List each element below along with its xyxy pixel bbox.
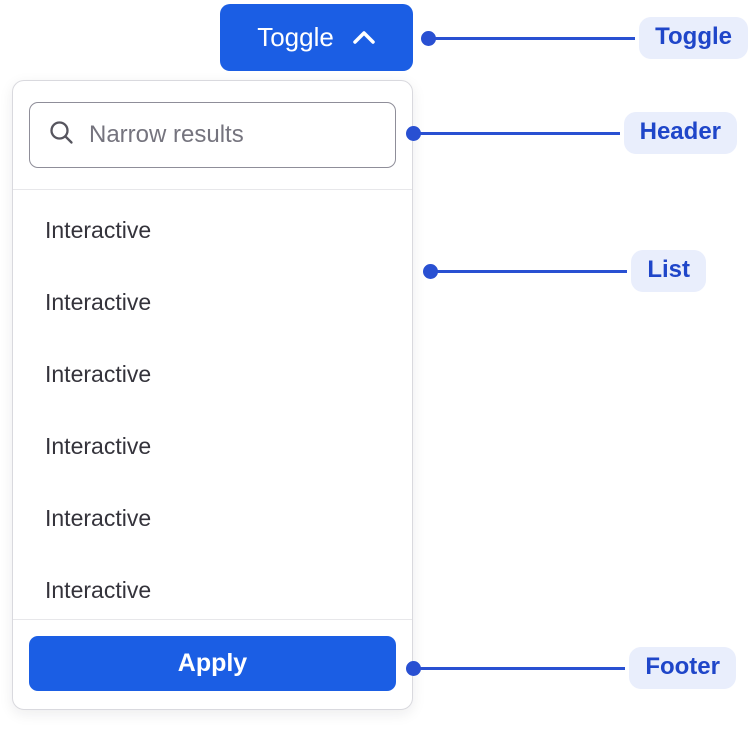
annotation-dot bbox=[423, 263, 438, 279]
annotation-dot bbox=[406, 125, 421, 141]
apply-button[interactable]: Apply bbox=[29, 636, 396, 691]
list-item[interactable]: Interactive bbox=[45, 504, 152, 531]
list-item[interactable]: Interactive bbox=[45, 288, 152, 315]
dropdown-panel: Interactive Interactive Interactive Inte… bbox=[12, 80, 413, 710]
list-item[interactable]: Interactive bbox=[45, 360, 152, 387]
annotation-line bbox=[419, 131, 620, 135]
dropdown-footer: Apply bbox=[13, 619, 412, 709]
annotation-label-footer: Footer bbox=[629, 647, 736, 689]
annotation-label-header: Header bbox=[623, 112, 737, 154]
search-input[interactable] bbox=[89, 121, 377, 149]
chevron-up-icon bbox=[352, 30, 376, 45]
annotation-dot bbox=[406, 660, 421, 676]
annotation-label-toggle: Toggle bbox=[639, 17, 748, 59]
annotation-header: Header bbox=[406, 112, 737, 154]
search-box[interactable] bbox=[29, 102, 396, 168]
dropdown-list: Interactive Interactive Interactive Inte… bbox=[13, 190, 412, 619]
annotation-dot bbox=[421, 30, 436, 46]
list-item[interactable]: Interactive bbox=[45, 576, 152, 603]
annotation-list: List bbox=[423, 250, 706, 292]
list-item[interactable]: Interactive bbox=[45, 432, 152, 459]
toggle-button[interactable]: Toggle bbox=[220, 4, 413, 71]
annotation-footer: Footer bbox=[406, 647, 736, 689]
annotation-line bbox=[434, 36, 636, 40]
annotation-toggle: Toggle bbox=[421, 17, 748, 59]
dropdown-header bbox=[13, 81, 412, 190]
annotation-line bbox=[419, 666, 626, 670]
toggle-button-label: Toggle bbox=[257, 22, 334, 52]
list-item[interactable]: Interactive bbox=[45, 216, 152, 243]
annotation-label-list: List bbox=[631, 250, 706, 292]
search-icon bbox=[48, 119, 75, 151]
annotation-line bbox=[436, 269, 628, 273]
